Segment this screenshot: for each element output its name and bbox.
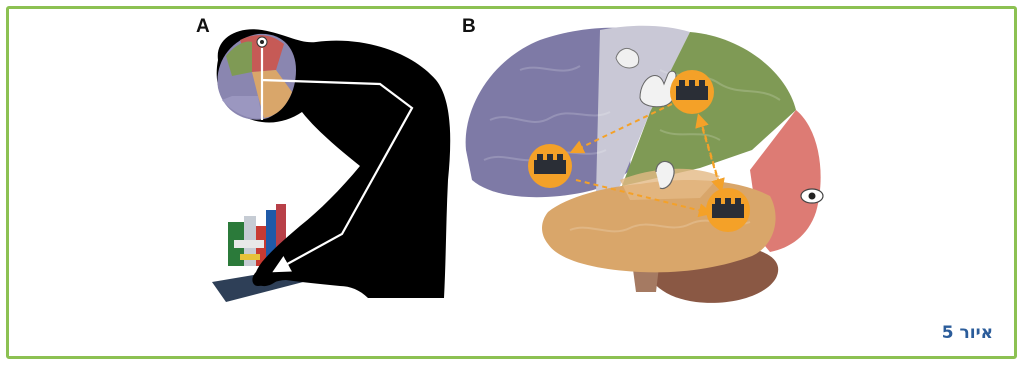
lego-brick-icon [528,144,572,188]
lego-brick-icon [706,188,750,232]
panel-b [466,26,823,303]
panel-a [212,29,450,302]
eye-pupil [260,40,264,44]
figure-caption: איור 5 [942,323,993,343]
lego-brick-icon [670,70,714,114]
eye-icon [801,189,823,203]
